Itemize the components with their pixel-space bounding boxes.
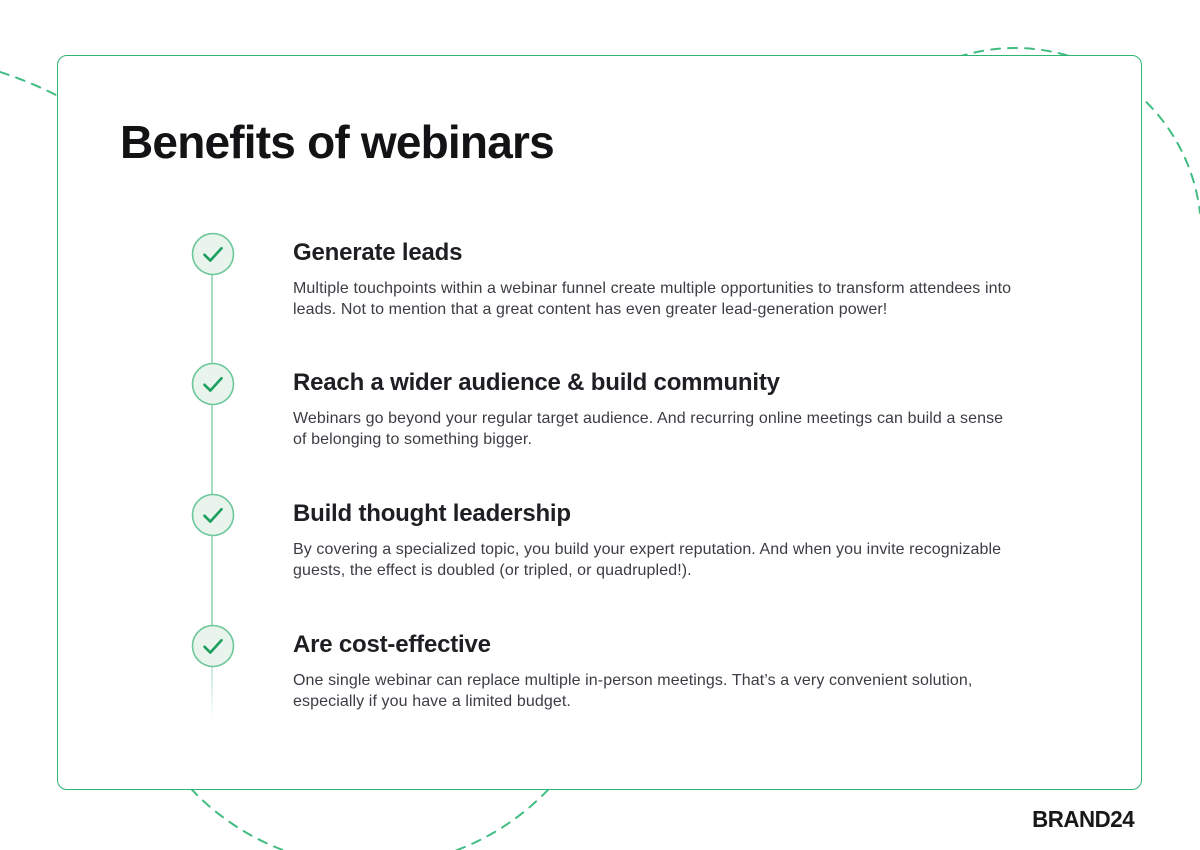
benefit-heading: Generate leads bbox=[293, 239, 463, 266]
brand24-logo: BRAND24 bbox=[1032, 806, 1134, 832]
benefit-description: By covering a specialized topic, you bui… bbox=[293, 541, 1002, 579]
benefit-item: Are cost-effective One single webinar ca… bbox=[191, 624, 1015, 712]
benefit-text: Reach a wider audience & build community… bbox=[293, 370, 1015, 450]
check-icon bbox=[191, 362, 235, 406]
check-icon bbox=[191, 624, 235, 668]
dashed-arc-top-left bbox=[0, 71, 59, 97]
benefit-text: Build thought leadership By covering a s… bbox=[293, 501, 1015, 581]
slide-card: Benefits of webinars Generate leads Mult… bbox=[57, 55, 1142, 790]
benefit-item: Generate leads Multiple touchpoints with… bbox=[191, 232, 1015, 320]
benefit-item: Build thought leadership By covering a s… bbox=[191, 493, 1015, 581]
benefit-description: Webinars go beyond your regular target a… bbox=[293, 410, 1004, 448]
benefit-heading: Reach a wider audience & build community bbox=[293, 369, 780, 396]
benefit-text: Are cost-effective One single webinar ca… bbox=[293, 632, 1015, 712]
benefit-description: One single webinar can replace multiple … bbox=[293, 672, 973, 710]
check-icon bbox=[191, 232, 235, 276]
benefit-description: Multiple touchpoints within a webinar fu… bbox=[293, 280, 1012, 318]
benefit-heading: Are cost-effective bbox=[293, 631, 491, 658]
check-icon bbox=[191, 493, 235, 537]
benefit-text: Generate leads Multiple touchpoints with… bbox=[293, 240, 1015, 320]
benefit-heading: Build thought leadership bbox=[293, 500, 571, 527]
benefit-item: Reach a wider audience & build community… bbox=[191, 362, 1015, 450]
timeline-connector-line bbox=[211, 253, 213, 723]
dashed-arc-top-right bbox=[957, 46, 1200, 214]
page-title: Benefits of webinars bbox=[120, 116, 555, 168]
